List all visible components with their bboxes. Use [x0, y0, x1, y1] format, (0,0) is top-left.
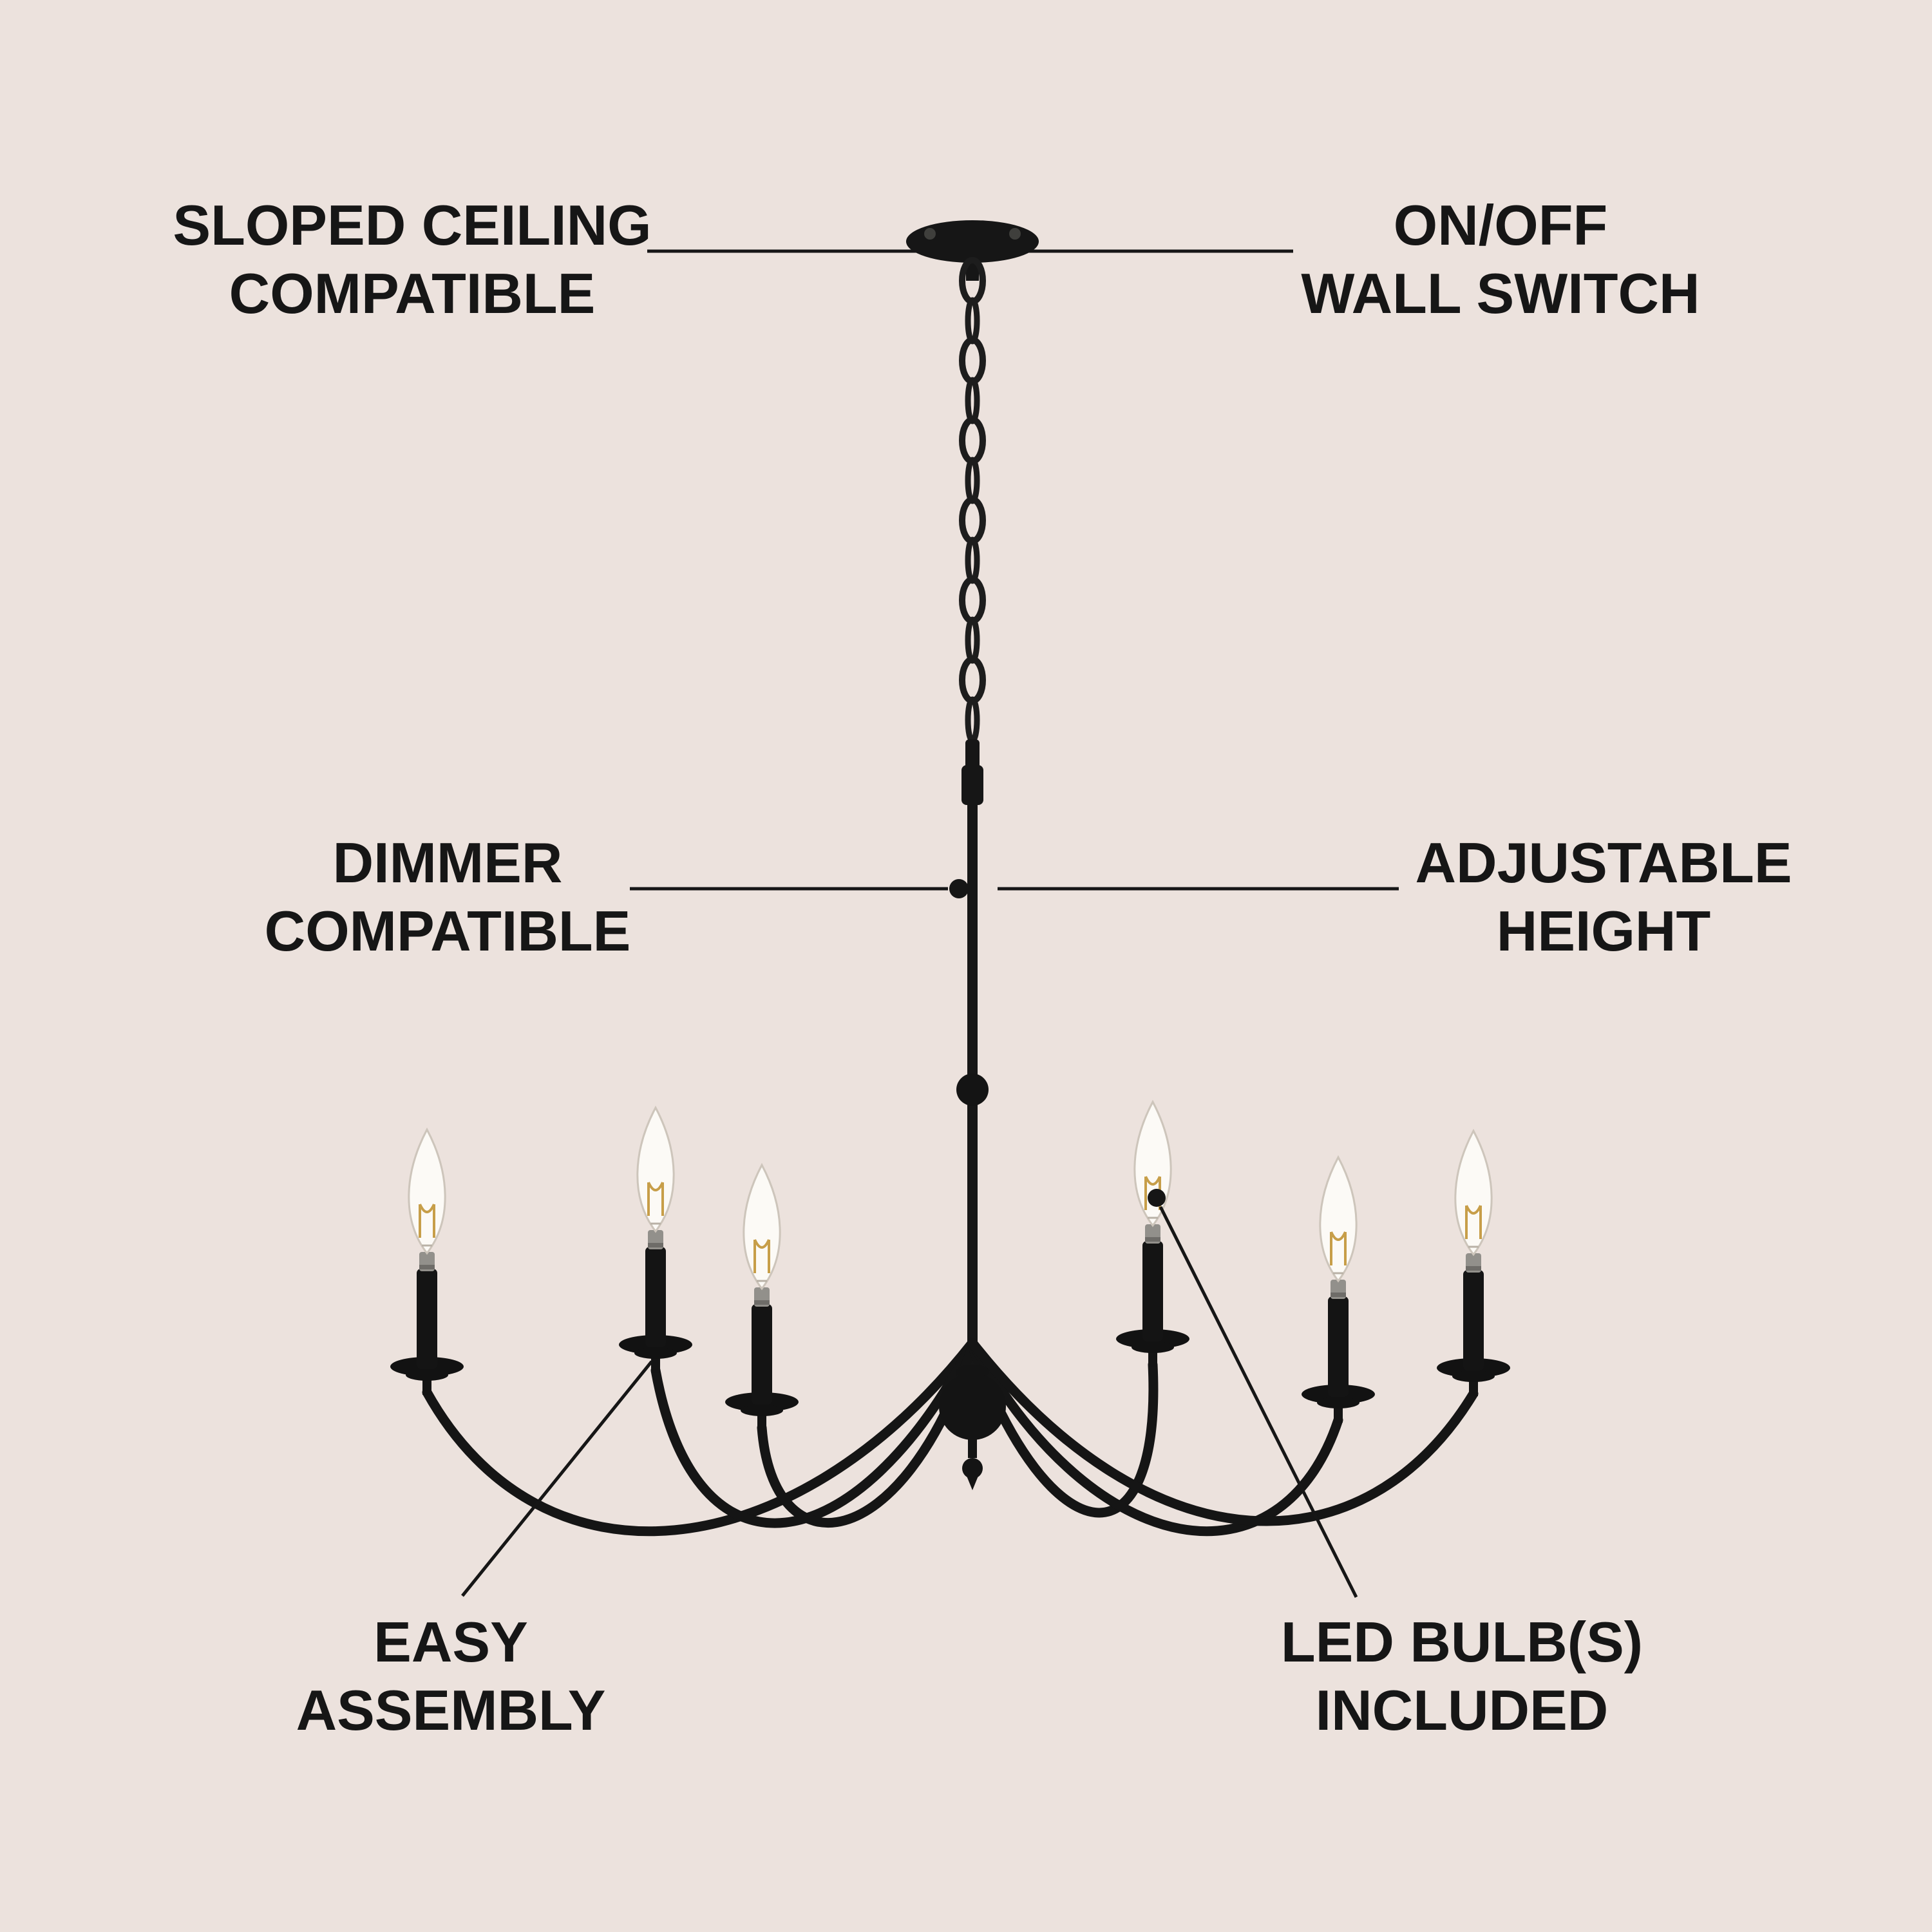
ceiling-canopy	[906, 220, 1039, 281]
callout-easy-assembly: EASY ASSEMBLY	[296, 1608, 606, 1744]
candle-5	[1300, 1156, 1376, 1424]
callout-text-line: WALL SWITCH	[1301, 261, 1700, 325]
arm-right-inner	[967, 1341, 1159, 1518]
candle-1	[389, 1128, 465, 1396]
callout-text-line: ASSEMBLY	[296, 1678, 606, 1742]
rod-ball	[956, 1074, 989, 1106]
callout-text-line: COMPATIBLE	[229, 261, 596, 325]
callout-text-line: EASY	[374, 1610, 528, 1674]
candle-3	[724, 1164, 800, 1432]
dot-led-bulb	[1148, 1189, 1166, 1207]
callout-text-line: LED BULB(S)	[1280, 1610, 1643, 1674]
arm-right-outer	[967, 1338, 1479, 1526]
arm-left-outer	[422, 1338, 978, 1537]
arm-left-middle	[650, 1338, 978, 1528]
candle-6	[1435, 1130, 1511, 1397]
callout-text-line: HEIGHT	[1496, 898, 1711, 963]
callout-dots	[949, 879, 1166, 1207]
callout-adjustable-height: ADJUSTABLE HEIGHT	[1415, 829, 1792, 965]
dot-dimmer	[949, 879, 969, 898]
finial-ball	[962, 1458, 983, 1479]
leader-led-bulbs	[1159, 1206, 1358, 1598]
hanging-chain	[959, 257, 986, 744]
center-hub	[939, 1365, 1006, 1490]
callout-lines	[461, 249, 1399, 1598]
callout-text-line: COMPATIBLE	[264, 898, 631, 963]
chain-coupler	[961, 739, 983, 805]
callout-sloped-ceiling: SLOPED CEILING COMPATIBLE	[173, 191, 651, 327]
callout-text-line: DIMMER	[332, 831, 563, 895]
leader-easy-assembly	[461, 1360, 653, 1597]
callout-text-line: ADJUSTABLE	[1415, 831, 1792, 895]
candle-2	[618, 1106, 694, 1374]
callout-text-line: ON/OFF	[1393, 193, 1608, 257]
callout-on-off-wall-switch: ON/OFF WALL SWITCH	[1301, 191, 1700, 327]
callout-dimmer-compatible: DIMMER COMPATIBLE	[265, 829, 631, 965]
candle-4	[1115, 1101, 1191, 1368]
center-rod	[956, 802, 989, 1381]
callout-text-line: INCLUDED	[1315, 1678, 1609, 1742]
chandelier-arms	[422, 1338, 1479, 1537]
arm-right-middle	[967, 1338, 1343, 1537]
arm-left-inner	[757, 1341, 978, 1528]
callout-text-line: SLOPED CEILING	[173, 193, 652, 257]
callout-led-bulbs-included: LED BULB(S) INCLUDED	[1281, 1608, 1643, 1744]
